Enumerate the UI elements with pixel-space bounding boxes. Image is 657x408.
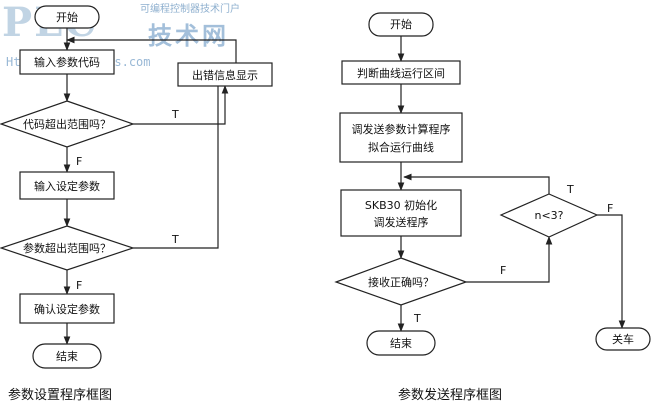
right-end-label: 结束 <box>390 337 412 350</box>
right-judge-label: 判断曲线运行区间 <box>357 66 445 80</box>
right-init-label-2: 调发送程序 <box>374 215 429 229</box>
left-end-node <box>32 343 102 369</box>
left-end-label: 结束 <box>56 350 78 363</box>
left-edge-label-t2: T <box>171 233 179 246</box>
right-n-check-label: n<3? <box>534 209 563 222</box>
watermark-brand-cn: 技术网 <box>148 22 229 50</box>
left-start-node <box>34 5 100 29</box>
right-recv-check-label: 接收正确吗？ <box>368 275 434 289</box>
right-edge-label-f-n: F <box>607 202 613 215</box>
left-input-code-label: 输入参数代码 <box>34 55 100 69</box>
left-confirm-node <box>19 293 115 324</box>
edge-n-check-f-to-shutdown <box>597 214 626 329</box>
left-error-display-label: 出错信息显示 <box>192 68 258 82</box>
right-judge-node <box>341 60 461 85</box>
right-init-node <box>340 189 462 237</box>
left-error-display-node <box>177 62 273 87</box>
left-confirm-label: 确认设定参数 <box>34 302 100 316</box>
right-start-label: 开始 <box>390 17 412 31</box>
right-calc-node <box>339 112 463 163</box>
left-caption: 参数设置程序框图 <box>8 387 112 403</box>
left-input-param-node <box>19 171 115 200</box>
left-input-param-label: 输入设定参数 <box>34 179 100 193</box>
right-end-node <box>366 330 436 356</box>
right-calc-label-2: 拟合运行曲线 <box>368 140 434 154</box>
left-edge-label-t1: T <box>171 108 179 121</box>
edge-n-check-t-loop <box>403 173 550 194</box>
right-flowchart: 开始 判断曲线运行区间 调发送参数计算程序 拟合运行曲线 SKB30 初始化 调… <box>334 12 651 403</box>
right-shutdown-label: 关车 <box>612 332 634 346</box>
left-start-label: 开始 <box>56 10 78 24</box>
right-edge-label-t-n: T <box>566 183 574 196</box>
left-code-check-node <box>0 100 135 148</box>
right-init-label-1: SKB30 初始化 <box>365 198 437 212</box>
left-edge-label-f2: F <box>76 279 82 292</box>
left-param-check-node <box>0 225 135 271</box>
right-calc-label-1: 调发送参数计算程序 <box>352 122 451 136</box>
left-param-check-label: 参数超出范围吗？ <box>23 241 111 255</box>
left-edge-label-f1: F <box>76 155 82 168</box>
right-recv-check-node <box>334 257 468 306</box>
edge-code-check-t <box>133 85 229 125</box>
watermark-tagline: 可编程控制器技术门户 <box>140 2 240 15</box>
edge-recv-f-to-n-check <box>466 236 553 283</box>
right-edge-label-t-recv: T <box>413 312 421 325</box>
edge-error-loop-back <box>66 36 237 63</box>
right-caption: 参数发送程序框图 <box>398 387 502 403</box>
left-flowchart: 开始 输入参数代码 出错信息显示 代码超出范围吗？ 输入设定参数 参数超出范围吗… <box>0 5 273 403</box>
left-code-check-label: 代码超出范围吗？ <box>23 117 111 131</box>
right-start-node <box>368 12 434 37</box>
edge-param-check-t <box>133 86 219 249</box>
right-edge-label-f-recv: F <box>500 264 506 277</box>
left-input-code-node <box>19 49 115 75</box>
right-shutdown-node <box>595 327 651 351</box>
right-n-check-node <box>499 193 599 238</box>
